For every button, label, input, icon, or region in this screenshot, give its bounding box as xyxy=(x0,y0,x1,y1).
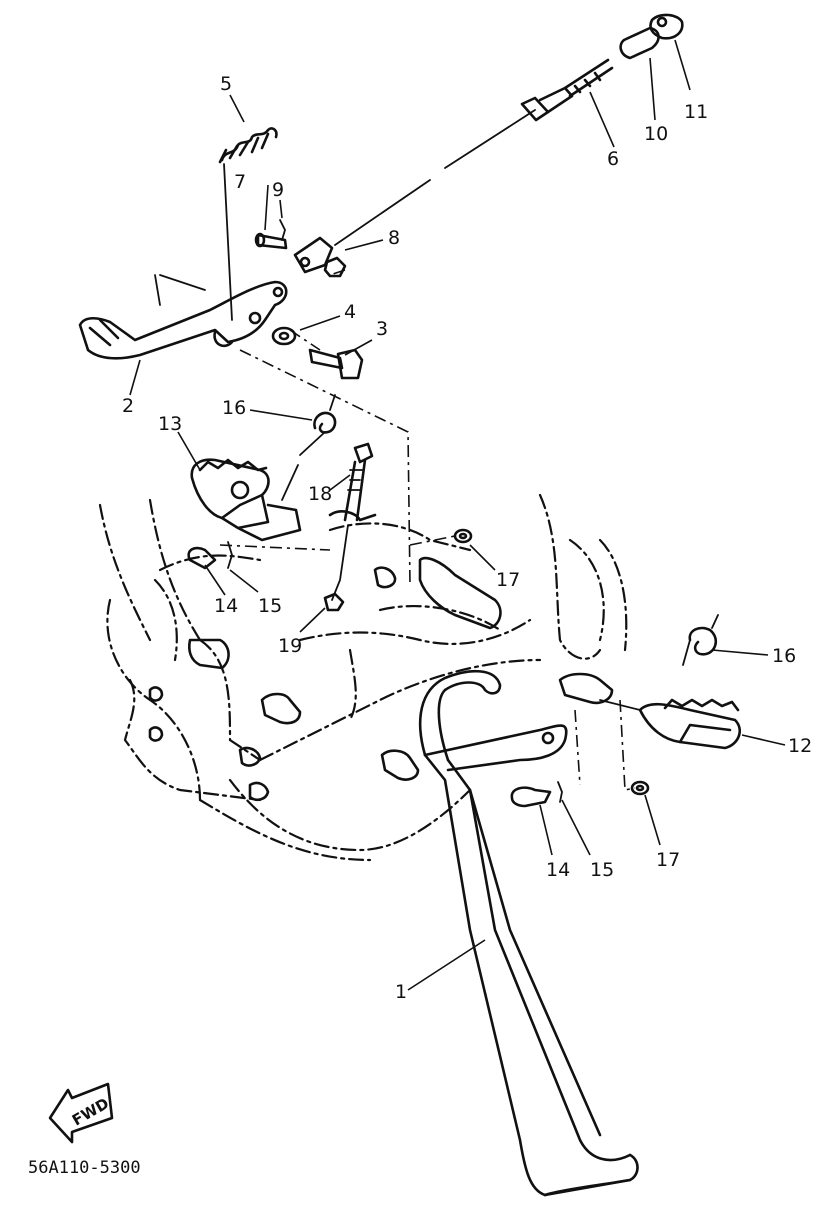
nut-8 xyxy=(323,256,347,278)
leader-lines xyxy=(129,39,786,991)
brake-pedal xyxy=(78,274,288,360)
bolt-3 xyxy=(308,348,364,380)
bolt-18 xyxy=(331,442,374,601)
callout-2: 2 xyxy=(122,395,134,417)
fwd-arrow-badge: FWD xyxy=(48,1082,114,1144)
callout-4: 4 xyxy=(344,301,356,323)
cotter-15-right xyxy=(557,781,563,803)
callout-15-right: 15 xyxy=(590,859,614,881)
callout-8: 8 xyxy=(388,227,400,249)
cotter-15-left xyxy=(227,541,233,569)
collar-17-left xyxy=(453,528,473,544)
frame-outline xyxy=(98,493,628,862)
callout-15-left: 15 xyxy=(258,595,282,617)
spring-16-left xyxy=(281,394,337,501)
brake-rod-6 xyxy=(293,58,614,274)
collar-17-right xyxy=(630,780,650,796)
callout-7: 7 xyxy=(234,171,246,193)
callout-6: 6 xyxy=(607,148,619,170)
joint-10 xyxy=(619,26,660,60)
washer-4 xyxy=(271,326,297,346)
callout-17-right: 17 xyxy=(656,849,680,871)
callout-9: 9 xyxy=(272,179,284,201)
callout-16-left: 16 xyxy=(222,397,246,419)
pin-7 xyxy=(254,232,288,250)
callout-19: 19 xyxy=(278,635,302,657)
callout-12: 12 xyxy=(788,735,812,757)
cotter-pin-9 xyxy=(279,219,286,241)
spring-16-right xyxy=(682,614,719,666)
assembly-lines xyxy=(219,269,636,791)
callout-5: 5 xyxy=(220,73,232,95)
callout-11: 11 xyxy=(684,101,708,123)
callout-3: 3 xyxy=(376,318,388,340)
callout-14-left: 14 xyxy=(214,595,238,617)
sidestand xyxy=(418,669,639,1197)
pin-14-left xyxy=(187,546,217,570)
callout-labels: 1 2 3 4 5 6 7 8 9 10 11 12 13 14 14 15 1… xyxy=(122,73,812,1003)
footrest-13 xyxy=(190,458,302,542)
pivot-bracket xyxy=(148,510,614,802)
callout-1: 1 xyxy=(395,981,407,1003)
callout-16-right: 16 xyxy=(772,645,796,667)
callout-17-left: 17 xyxy=(496,569,520,591)
spring-5 xyxy=(218,127,278,321)
nut-19 xyxy=(323,592,345,612)
callout-14-right: 14 xyxy=(546,859,570,881)
clip-11 xyxy=(649,13,684,40)
callout-10: 10 xyxy=(644,123,668,145)
diagram-code: 56A110-5300 xyxy=(28,1158,141,1178)
pin-14-right xyxy=(510,786,552,808)
callout-18: 18 xyxy=(308,483,332,505)
callout-13: 13 xyxy=(158,413,182,435)
